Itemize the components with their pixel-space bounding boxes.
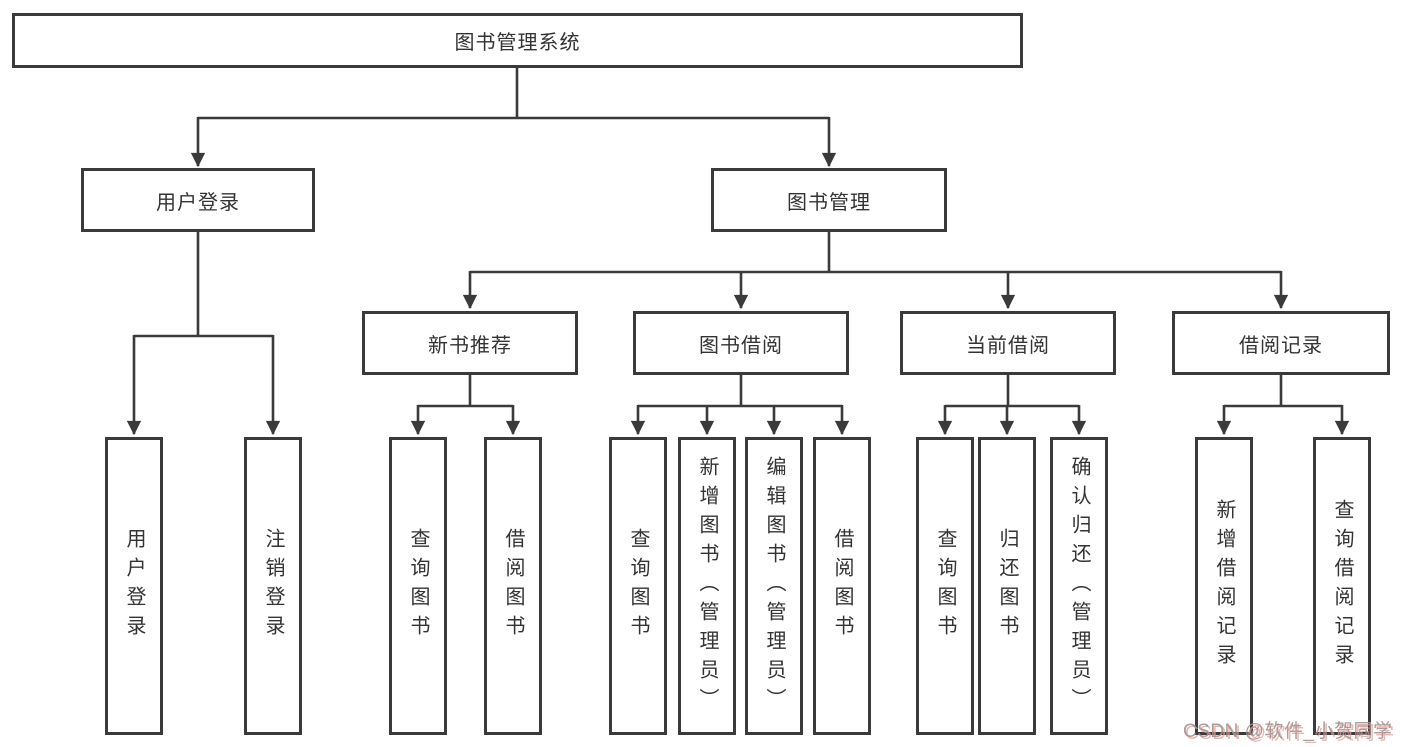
- leaf-label: 借阅图书: [831, 528, 853, 644]
- leaf-label: 借阅图书: [502, 528, 524, 644]
- leaf-logout: 注销登录: [244, 437, 302, 735]
- leaf-label: 新增借阅记录: [1213, 499, 1235, 673]
- leaf-label: 用户登录: [123, 528, 145, 644]
- leaf-label: 归还图书: [996, 528, 1018, 644]
- node-current-borrow: 当前借阅: [900, 311, 1116, 375]
- leaf-borrow-books-recommend: 借阅图书: [484, 437, 542, 735]
- csdn-watermark: CSDN @软件_小贺同学: [1183, 721, 1393, 742]
- node-root: 图书管理系统: [12, 13, 1023, 68]
- node-book-management: 图书管理: [711, 168, 947, 232]
- leaf-edit-book-admin: 编辑图书（管理员）: [745, 437, 803, 735]
- leaf-query-books-current: 查询图书: [916, 437, 974, 735]
- leaf-label: 查询图书: [934, 528, 956, 644]
- node-label: 图书管理: [787, 191, 871, 214]
- leaf-add-book-admin: 新增图书（管理员）: [678, 437, 736, 735]
- node-root-label: 图书管理系统: [454, 32, 581, 54]
- leaf-confirm-return-admin: 确认归还（管理员）: [1050, 437, 1108, 735]
- leaf-label: 查询图书: [407, 528, 429, 644]
- leaf-query-borrow-record: 查询借阅记录: [1313, 437, 1371, 735]
- node-label: 新书推荐: [428, 334, 512, 357]
- node-book-borrow: 图书借阅: [633, 311, 849, 375]
- leaf-label: 确认归还（管理员）: [1068, 455, 1090, 717]
- node-user-login: 用户登录: [81, 168, 315, 232]
- leaf-label: 注销登录: [262, 528, 284, 644]
- leaf-query-books-recommend: 查询图书: [389, 437, 447, 735]
- node-label: 图书借阅: [699, 334, 783, 357]
- leaf-query-books-borrow: 查询图书: [609, 437, 667, 735]
- leaf-label: 查询图书: [627, 528, 649, 644]
- node-new-book-recommend: 新书推荐: [362, 311, 578, 375]
- leaf-label: 编辑图书（管理员）: [763, 455, 785, 717]
- leaf-label: 查询借阅记录: [1331, 499, 1353, 673]
- leaf-label: 新增图书（管理员）: [696, 455, 718, 717]
- node-label: 用户登录: [156, 191, 240, 214]
- node-borrow-records: 借阅记录: [1172, 311, 1390, 375]
- node-label: 借阅记录: [1239, 334, 1323, 357]
- node-label: 当前借阅: [966, 334, 1050, 357]
- leaf-return-book: 归还图书: [978, 437, 1036, 735]
- leaf-add-borrow-record: 新增借阅记录: [1195, 437, 1253, 735]
- leaf-user-login: 用户登录: [105, 437, 163, 735]
- leaf-borrow-books: 借阅图书: [813, 437, 871, 735]
